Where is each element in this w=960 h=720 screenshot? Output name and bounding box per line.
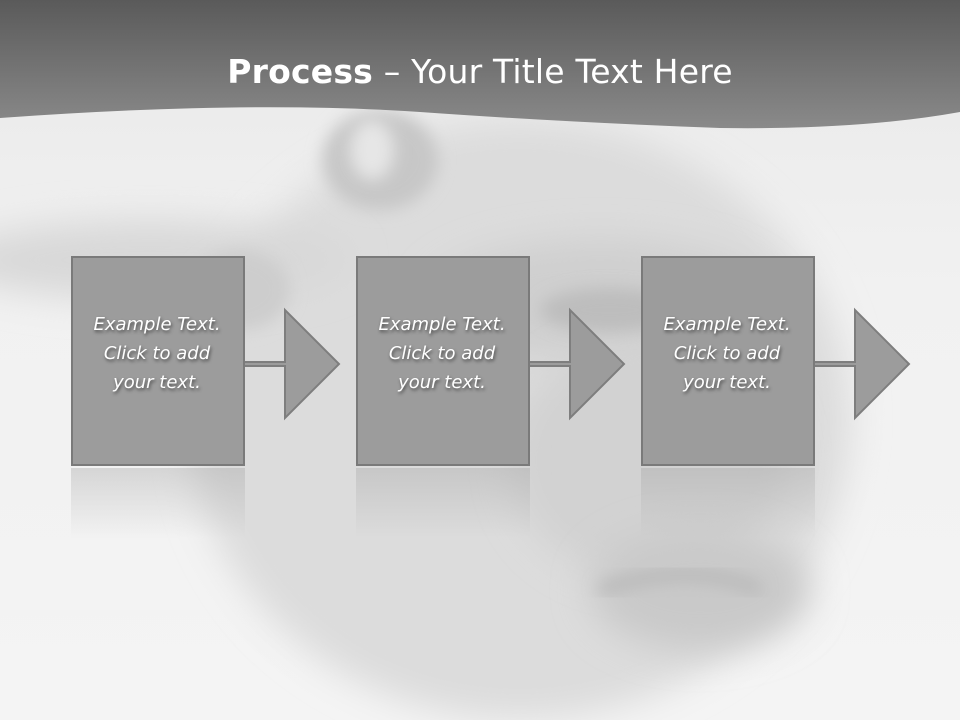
step-1-shape — [71, 256, 341, 466]
step-2-reflection — [356, 468, 530, 538]
title-bold-part: Process — [227, 52, 374, 91]
process-step-2[interactable]: Example Text. Click to add your text. — [356, 256, 626, 468]
title-rest-part: – Your Title Text Here — [373, 52, 733, 91]
process-step-3[interactable]: Example Text. Click to add your text. — [641, 256, 911, 468]
step-2-text: Example Text. Click to add your text. — [378, 314, 506, 393]
slide-title[interactable]: Process – Your Title Text Here — [0, 52, 960, 91]
process-step-1[interactable]: Example Text. Click to add your text. — [71, 256, 341, 468]
header-band — [0, 0, 960, 129]
step-3-shape — [641, 256, 911, 466]
step-1-text: Example Text. Click to add your text. — [93, 314, 221, 393]
step-1-reflection — [71, 468, 245, 538]
step-3-reflection — [641, 468, 815, 538]
step-2-shape — [356, 256, 626, 466]
step-3-text: Example Text. Click to add your text. — [663, 314, 791, 393]
